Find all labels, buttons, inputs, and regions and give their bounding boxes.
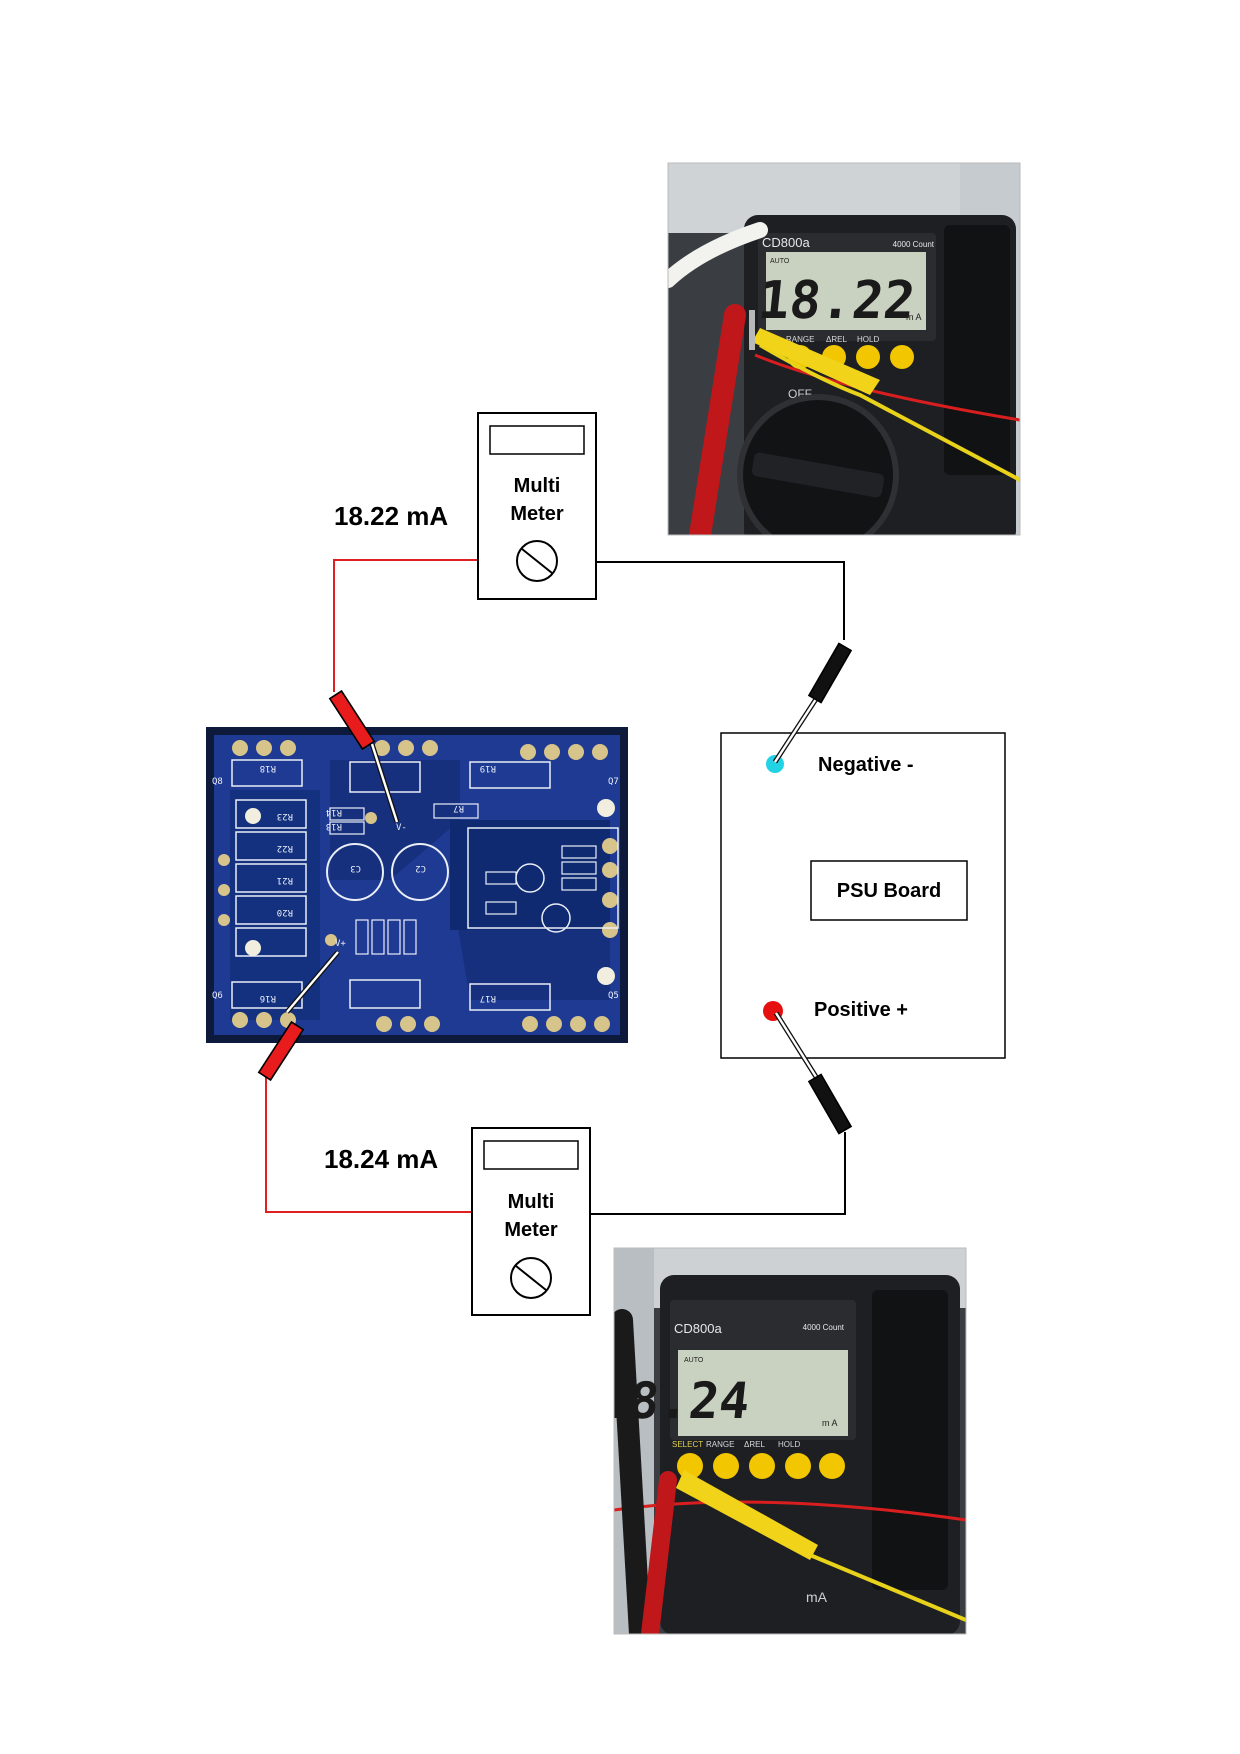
lcd-reading: - 18.24 xyxy=(536,1371,753,1430)
pcb-label: Q6 xyxy=(212,991,223,1001)
positive-label: Positive + xyxy=(814,999,908,1021)
negative-label: Negative - xyxy=(818,754,914,776)
pcb-label: R21 xyxy=(277,875,293,885)
meter-label-line1: Multi xyxy=(508,1191,555,1213)
photo-top-multimeter: CD800a 4000 Count AUTO 18.22 m A RANGE Δ… xyxy=(667,162,1021,536)
meter-button xyxy=(785,1453,811,1479)
dial-ma-label: mA xyxy=(806,1589,828,1605)
pcb-label: R20 xyxy=(277,907,293,917)
pcb-label: R18 xyxy=(260,763,276,773)
pcb-label: R13 xyxy=(326,821,342,831)
meter-label-line2: Meter xyxy=(504,1219,558,1241)
psu-board: PSU Board Negative - Positive + xyxy=(720,732,1006,1059)
lcd-unit: m A xyxy=(822,1418,838,1428)
pcb-label: C3 xyxy=(350,863,361,873)
lcd-reading: 18.22 xyxy=(755,271,918,331)
top-black-wire xyxy=(596,561,845,640)
pcb-label: Q5 xyxy=(608,991,619,1001)
black-probe-negative xyxy=(807,642,853,704)
capacitor-c3 xyxy=(326,843,384,901)
bottom-current-reading: 18.24 mA xyxy=(324,1144,438,1174)
yellow-clip xyxy=(676,1470,818,1560)
top-current-reading: 18.22 mA xyxy=(334,501,448,531)
pcb-label: R19 xyxy=(480,763,496,773)
auto-label: AUTO xyxy=(770,258,790,265)
button-label-select: SELECT xyxy=(672,1440,703,1449)
red-probe-bottom xyxy=(257,1020,305,1082)
pcb-label: Q8 xyxy=(212,777,223,787)
red-probe-top xyxy=(328,689,376,751)
meter-button xyxy=(713,1453,739,1479)
bottom-red-wire xyxy=(265,1072,472,1213)
brand-label: CD800a xyxy=(674,1321,722,1336)
meter-button xyxy=(819,1453,845,1479)
count-label: 4000 Count xyxy=(803,1323,845,1332)
meter-display xyxy=(489,425,585,455)
button-label-rel: ΔREL xyxy=(826,335,847,344)
yellow-clip xyxy=(752,328,880,395)
pcb-label: R14 xyxy=(326,807,342,817)
meter-label-line1: Multi xyxy=(514,475,561,497)
pcb-label: R7 xyxy=(453,803,464,813)
amplifier-pcb: R19 R18 R17 R16 R23 R22 R21 R20 C3 C2 R7… xyxy=(206,727,628,1043)
button-label-rel: ΔREL xyxy=(744,1440,765,1449)
psu-title-box xyxy=(810,860,968,921)
lcd-screen xyxy=(678,1350,848,1436)
meter-display xyxy=(483,1140,579,1170)
lcd-screen xyxy=(766,252,926,330)
pcb-label: R16 xyxy=(260,993,276,1003)
button-label-hold: HOLD xyxy=(778,1440,800,1449)
top-red-wire xyxy=(333,559,478,692)
black-probe-positive xyxy=(807,1073,853,1135)
red-probe xyxy=(641,1471,677,1634)
pcb-label: V+ xyxy=(335,939,346,949)
meter-label-line2: Meter xyxy=(510,503,564,525)
meter-button xyxy=(749,1453,775,1479)
meter-button xyxy=(856,345,880,369)
pcb-label: Q7 xyxy=(608,777,619,787)
meter-button xyxy=(890,345,914,369)
pcb-label: R17 xyxy=(480,993,496,1003)
button-label-hold: HOLD xyxy=(857,335,879,344)
button-label-range: RANGE xyxy=(786,335,814,344)
pcb-label: R22 xyxy=(277,843,293,853)
red-probe xyxy=(689,304,746,535)
lcd-unit: m A xyxy=(906,312,922,322)
pcb-label: C2 xyxy=(415,863,426,873)
capacitor-c2 xyxy=(391,843,449,901)
button-label-range: RANGE xyxy=(706,1440,734,1449)
count-label: 4000 Count xyxy=(893,240,935,249)
auto-label: AUTO xyxy=(684,1357,704,1364)
photo-bottom-multimeter: CD800a 4000 Count AUTO - 18.24 m A SELEC… xyxy=(536,1247,967,1635)
psu-title: PSU Board xyxy=(837,880,941,902)
multimeter-top: Multi Meter xyxy=(477,412,597,600)
bottom-black-wire xyxy=(590,1132,846,1215)
pcb-label: R23 xyxy=(277,811,293,821)
brand-label: CD800a xyxy=(762,235,810,250)
multimeter-bottom: Multi Meter xyxy=(471,1127,591,1316)
pcb-label: V- xyxy=(396,823,407,833)
